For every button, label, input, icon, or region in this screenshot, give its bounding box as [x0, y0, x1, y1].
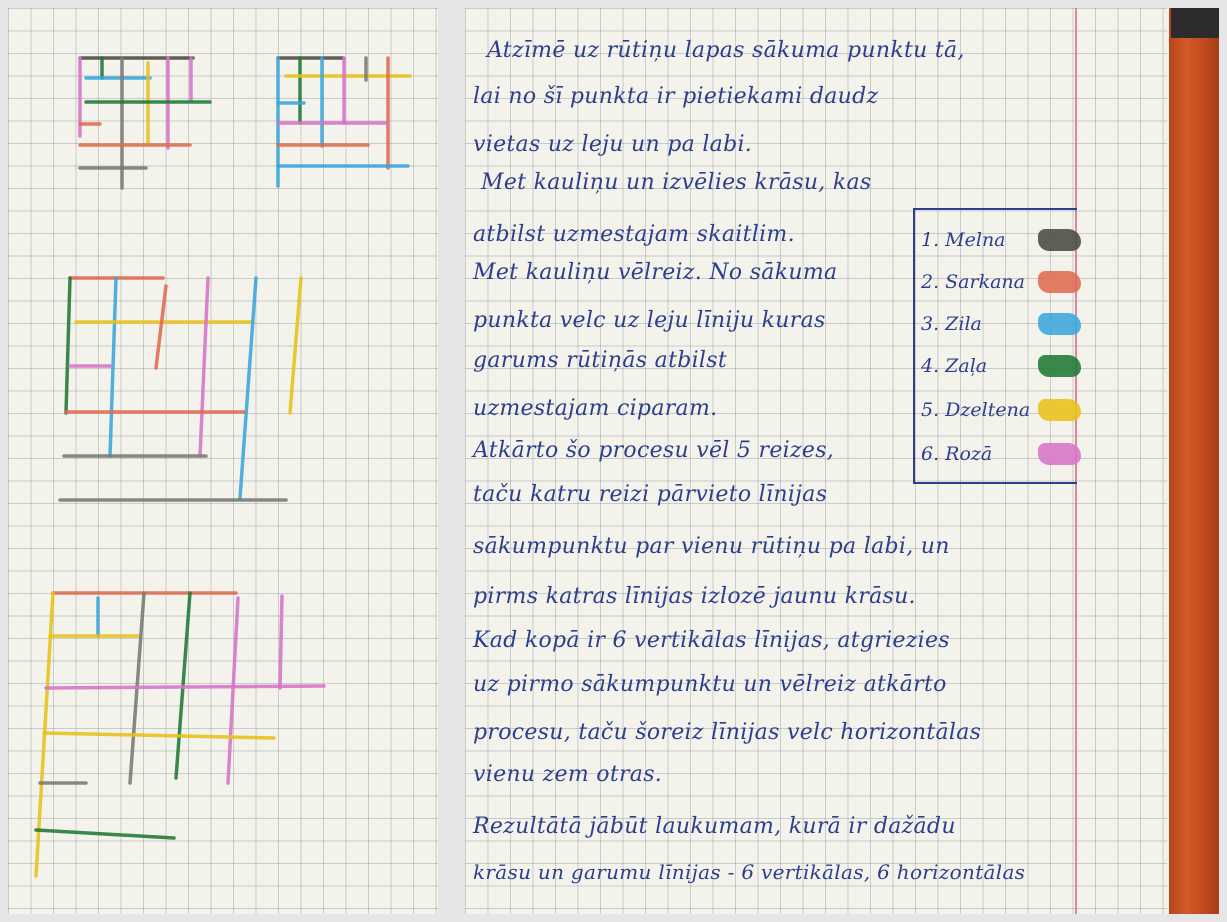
instruction-line: sākumpunktu par vienu rūtiņu pa labi, un [473, 534, 950, 559]
legend-swatch [1037, 443, 1081, 465]
dark-corner [1171, 8, 1219, 38]
legend-swatch [1037, 229, 1081, 251]
line [278, 594, 284, 690]
line [42, 731, 276, 740]
line [238, 276, 258, 500]
legend-item: 4. Zaļa [921, 346, 1081, 386]
line [288, 276, 303, 415]
legend-item: 2. Sarkana [921, 262, 1081, 302]
left-photo-drawings [8, 8, 438, 914]
instruction-line: uzmestajam ciparam. [473, 396, 718, 421]
legend-label: 4. Zaļa [921, 355, 988, 377]
line [226, 596, 240, 785]
instruction-line: taču katru reizi pārvieto līnijas [473, 482, 828, 507]
legend-item: 3. Zila [921, 304, 1081, 344]
instruction-line: atbilst uzmestajam skaitlim. [473, 222, 795, 247]
line [34, 828, 176, 840]
legend-item: 1. Melna [921, 220, 1081, 260]
instruction-line: punkta velc uz leju līniju kuras [473, 308, 826, 333]
instruction-line: Met kauliņu un izvēlies krāsu, kas [481, 170, 872, 195]
line [64, 276, 72, 415]
instruction-line: uz pirmo sākumpunktu un vēlreiz atkārto [473, 672, 947, 697]
legend-label: 2. Sarkana [921, 271, 1025, 293]
instruction-line: procesu, taču šoreiz līnijas velc horizo… [473, 720, 982, 745]
instruction-line: garums rūtiņās atbilst [473, 348, 728, 373]
drawing-1 [78, 56, 212, 190]
line [198, 276, 210, 458]
legend-label: 1. Melna [921, 229, 1006, 251]
drawing-3 [58, 276, 303, 502]
instruction-line: Kad kopā ir 6 vertikālas līnijas, atgrie… [473, 628, 950, 653]
legend-item: 5. Dzeltena [921, 390, 1081, 430]
wooden-table-background [1169, 8, 1219, 914]
legend-item: 6. Rozā [921, 434, 1081, 474]
instruction-line: pirms katras līnijas izlozē jaunu krāsu. [473, 584, 916, 609]
legend-label: 3. Zila [921, 313, 982, 335]
instruction-line: vietas uz leju un pa labi. [473, 132, 753, 157]
legend-swatch [1037, 399, 1081, 421]
legend-swatch [1037, 271, 1081, 293]
legend-label: 5. Dzeltena [921, 399, 1031, 421]
line [44, 684, 326, 690]
instruction-line: Rezultātā jābūt laukumam, kurā ir dažādu [473, 814, 956, 839]
right-photo-instructions: Atzīmē uz rūtiņu lapas sākuma punktu tā,… [465, 8, 1219, 914]
line [154, 284, 168, 370]
colored-line-drawings [34, 56, 412, 878]
drawing-4 [34, 591, 326, 878]
instruction-line: Met kauliņu vēlreiz. No sākuma [473, 260, 838, 285]
instruction-line: lai no šī punkta ir pietiekami daudz [473, 84, 879, 109]
instruction-line: Atkārto šo procesu vēl 5 reizes, [473, 438, 835, 463]
color-legend: 1. Melna 2. Sarkana 3. Zila 4. Zaļa 5. D… [913, 208, 1081, 484]
drawing-2 [276, 56, 412, 188]
legend-swatch [1037, 355, 1081, 377]
instruction-line: krāsu un garumu līnijas - 6 vertikālas, … [473, 860, 1026, 884]
line [108, 276, 118, 458]
legend-swatch [1037, 313, 1081, 335]
instruction-line: vienu zem otras. [473, 762, 663, 787]
instruction-line: Atzīmē uz rūtiņu lapas sākuma punktu tā, [487, 38, 965, 63]
legend-label: 6. Rozā [921, 443, 993, 465]
